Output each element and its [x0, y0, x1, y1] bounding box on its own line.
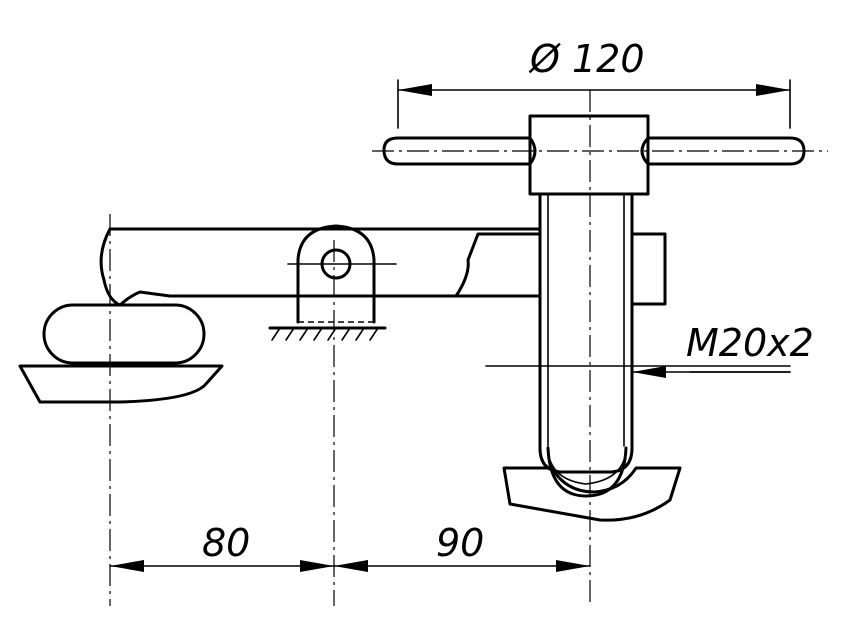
- t-handle: [382, 114, 806, 196]
- bore-diameter-label: Ø 120: [528, 37, 645, 81]
- clamping-screw: [538, 194, 634, 498]
- dimension-lever-arms: 80 90: [109, 521, 591, 572]
- dimension-thread: M20x2: [631, 321, 814, 378]
- left-arm-length-label: 80: [202, 521, 250, 565]
- thread-label: M20x2: [686, 321, 814, 365]
- left-base-support: [18, 364, 224, 404]
- clamp-lever: [99, 227, 667, 307]
- right-base-support: [502, 466, 682, 522]
- workpiece: [42, 303, 206, 365]
- right-arm-length-label: 90: [436, 521, 484, 565]
- pivot-bracket: [268, 224, 397, 341]
- ground-hatch: [271, 327, 379, 341]
- center-lines: [109, 90, 828, 606]
- dimension-bore-diameter: Ø 120: [397, 37, 791, 129]
